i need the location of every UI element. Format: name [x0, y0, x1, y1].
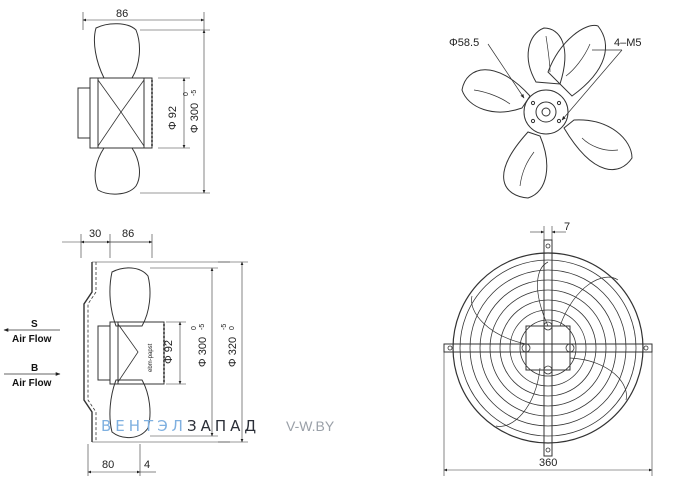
- top-fan-tol-lower: -5: [191, 90, 198, 96]
- airflow-b-label: Air Flow: [12, 378, 52, 389]
- bottom-guard-view: [443, 226, 653, 476]
- watermark-brand-part1: ВЕНТЭЛ: [101, 417, 187, 435]
- top-hub-diameter: Φ 92: [167, 106, 179, 130]
- bottom-side-view: [3, 234, 248, 476]
- guard-diameter: Φ 320: [227, 337, 239, 367]
- guard-tol-lower: 0: [229, 326, 236, 330]
- top-fan-tol-upper: 0: [183, 92, 190, 96]
- bottom-fan-tol-lower: -5: [199, 324, 206, 330]
- top-width-dimension: 86: [116, 8, 128, 20]
- top-impeller-view: [461, 24, 633, 199]
- impeller-blades: [461, 24, 633, 199]
- guard-top-dimension: 7: [564, 221, 570, 233]
- watermark-site: V-W.BY: [286, 418, 335, 434]
- bottom-dim-left: 30: [89, 228, 101, 240]
- top-side-view: [77, 12, 210, 195]
- bottom-dim-bottom-left: 80: [102, 459, 114, 471]
- watermark: ВЕНТЭЛЗАПАД V-W.BY: [101, 417, 335, 435]
- hub-brand-label: ebm-papst: [148, 343, 154, 372]
- watermark-brand-part2: ЗАПАД: [187, 417, 260, 435]
- airflow-s-letter: S: [31, 319, 38, 330]
- bottom-dim-bottom-right: 4: [144, 459, 150, 471]
- bottom-hub-diameter: Φ 92: [163, 340, 175, 364]
- airflow-b-letter: B: [31, 363, 38, 374]
- bottom-dim-right: 86: [122, 228, 134, 240]
- bottom-fan-tol-upper: 0: [191, 326, 198, 330]
- bottom-fan-diameter: Φ 300: [197, 337, 209, 367]
- mounting-holes-label: 4–M5: [614, 37, 642, 49]
- top-fan-diameter: Φ 300: [189, 103, 201, 133]
- center-diameter-label: Φ58.5: [449, 37, 479, 49]
- svg-text:ВЕНТЭЛЗАПАД: ВЕНТЭЛЗАПАД: [101, 417, 260, 435]
- airflow-s-label: Air Flow: [12, 334, 52, 345]
- guard-tol-upper: -5: [221, 324, 228, 330]
- guard-width-dimension: 360: [539, 457, 557, 469]
